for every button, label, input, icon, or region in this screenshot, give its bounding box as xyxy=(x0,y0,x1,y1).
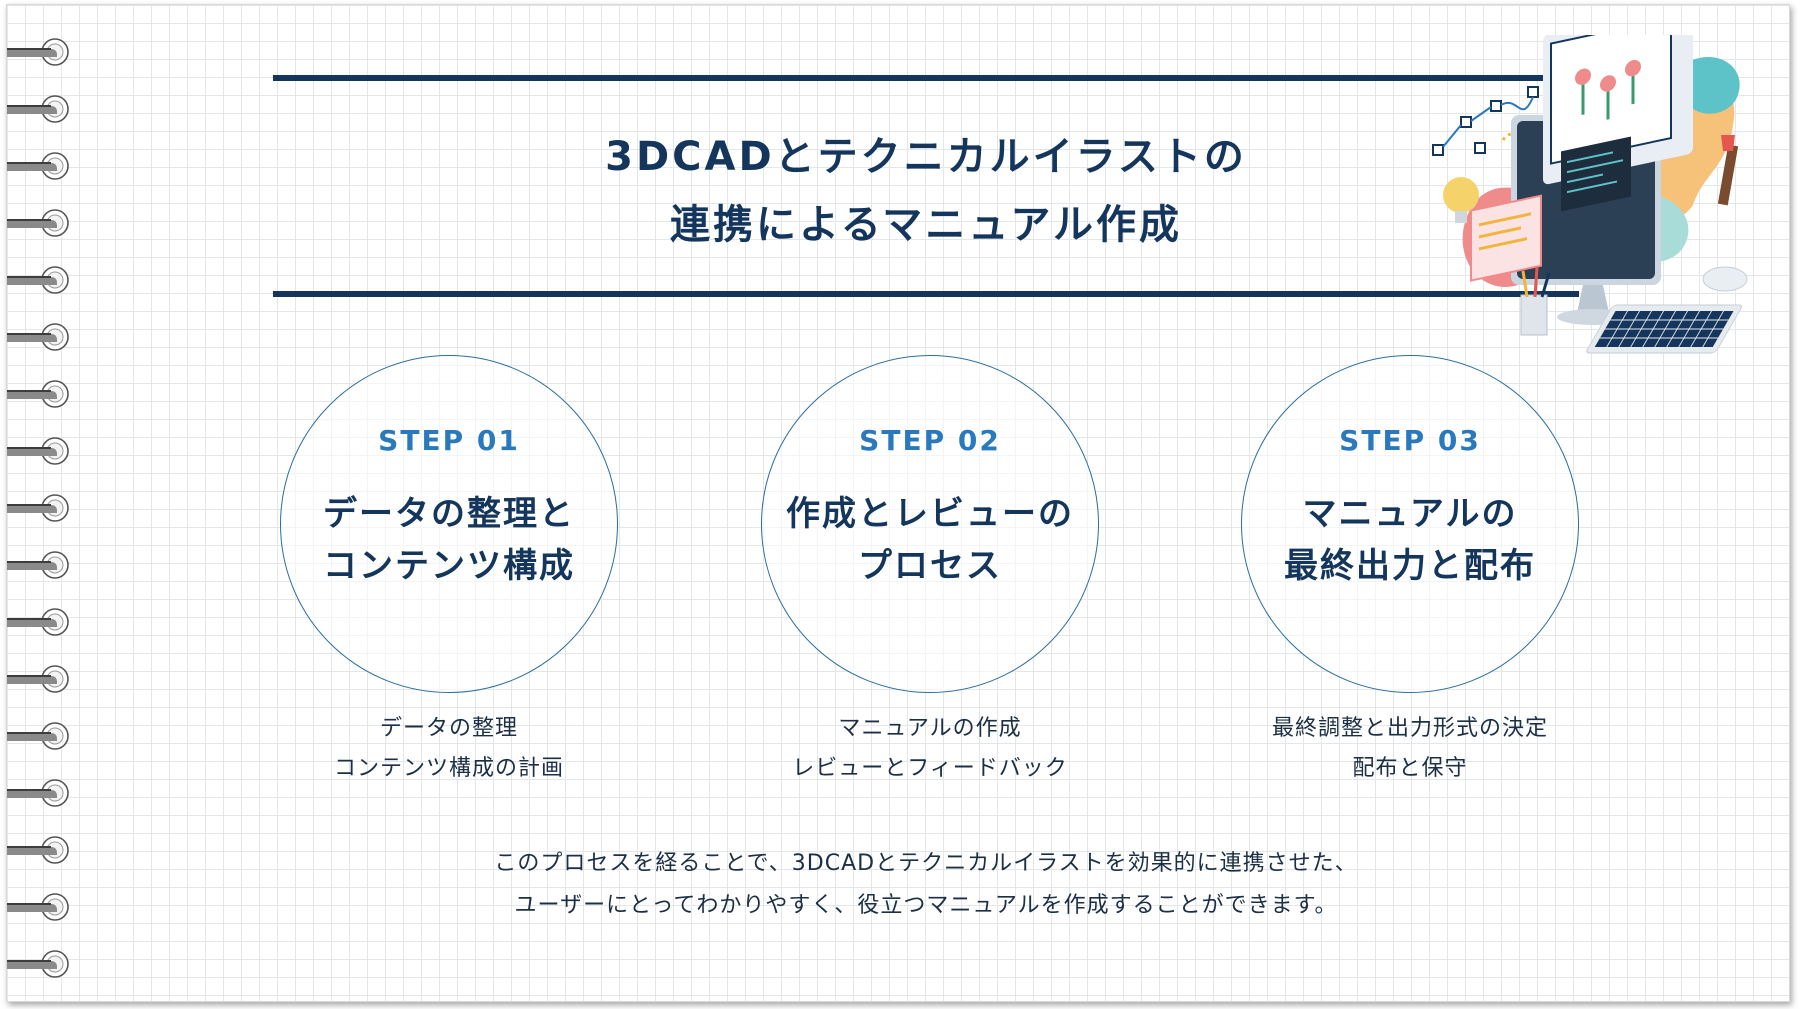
step-circle-01: STEP 01 データの整理と コンテンツ構成 xyxy=(280,355,618,693)
step-circle-02: STEP 02 作成とレビューの プロセス xyxy=(761,355,1099,693)
notebook-ring-icon xyxy=(7,947,77,981)
notebook-ring-icon xyxy=(7,320,77,354)
notebook-ring-icon xyxy=(7,377,77,411)
notebook-ring-icon xyxy=(7,776,77,810)
step-description-03-line-2: 配布と保守 xyxy=(1352,756,1468,781)
notebook-ring-icon xyxy=(7,263,77,297)
page-title-line-1: 3DCADとテクニカルイラストの xyxy=(605,134,1247,180)
step-card-03: STEP 03 マニュアルの 最終出力と配布 最終調整と出力形式の決定 配布と保… xyxy=(1240,355,1580,789)
notebook-ring-icon xyxy=(7,491,77,525)
notebook-ring-icon xyxy=(7,890,77,924)
step-heading-01-line-1: データの整理と xyxy=(323,494,575,534)
step-description-02: マニュアルの作成 レビューとフィードバック xyxy=(760,709,1100,789)
step-description-01-line-2: コンテンツ構成の計画 xyxy=(333,756,564,781)
step-number-02: STEP 02 xyxy=(859,424,1001,457)
computer-workstation-illustration xyxy=(1403,5,1763,375)
step-heading-03-line-1: マニュアルの xyxy=(1302,494,1518,534)
step-description-02-line-2: レビューとフィードバック xyxy=(792,756,1068,781)
step-heading-02-line-2: プロセス xyxy=(858,546,1002,586)
step-description-03-line-1: 最終調整と出力形式の決定 xyxy=(1271,716,1548,741)
step-number-01: STEP 01 xyxy=(378,424,520,457)
notebook-ring-icon xyxy=(7,149,77,183)
step-card-01: STEP 01 データの整理と コンテンツ構成 データの整理 コンテンツ構成の計… xyxy=(279,355,619,789)
notebook-ring-icon xyxy=(7,434,77,468)
notebook-ring-icon xyxy=(7,605,77,639)
step-description-02-line-1: マニュアルの作成 xyxy=(838,716,1022,741)
summary-line-2: ユーザーにとってわかりやすく、役立つマニュアルを作成することができます。 xyxy=(514,893,1338,918)
step-heading-02-line-1: 作成とレビューの xyxy=(786,494,1074,534)
step-card-02: STEP 02 作成とレビューの プロセス マニュアルの作成 レビューとフィード… xyxy=(760,355,1100,789)
notebook-ring-icon xyxy=(7,662,77,696)
notebook-ring-icon xyxy=(7,719,77,753)
notebook-ring-icon xyxy=(7,833,77,867)
step-heading-03: マニュアルの 最終出力と配布 xyxy=(1242,488,1578,592)
summary-text: このプロセスを経ることで、3DCADとテクニカルイラストを効果的に連携させた、 … xyxy=(273,843,1579,927)
step-description-01-line-1: データの整理 xyxy=(379,716,518,741)
summary-line-1: このプロセスを経ることで、3DCADとテクニカルイラストを効果的に連携させた、 xyxy=(494,851,1358,876)
page-title: 3DCADとテクニカルイラストの 連携によるマニュアル作成 xyxy=(273,123,1579,259)
step-number-03: STEP 03 xyxy=(1339,424,1481,457)
step-heading-01-line-2: コンテンツ構成 xyxy=(323,546,575,586)
page-title-line-2: 連携によるマニュアル作成 xyxy=(670,202,1182,248)
title-rule-top xyxy=(273,75,1579,81)
step-heading-03-line-2: 最終出力と配布 xyxy=(1284,546,1536,586)
notebook-page: 3DCADとテクニカルイラストの 連携によるマニュアル作成 xyxy=(6,4,1790,1002)
notebook-ring-icon xyxy=(7,206,77,240)
step-circle-03: STEP 03 マニュアルの 最終出力と配布 xyxy=(1241,355,1579,693)
step-description-03: 最終調整と出力形式の決定 配布と保守 xyxy=(1240,709,1580,789)
step-heading-01: データの整理と コンテンツ構成 xyxy=(281,488,617,592)
notebook-ring-icon xyxy=(7,35,77,69)
notebook-ring-icon xyxy=(7,92,77,126)
step-description-01: データの整理 コンテンツ構成の計画 xyxy=(279,709,619,789)
title-rule-bottom xyxy=(273,291,1579,297)
notebook-ring-icon xyxy=(7,548,77,582)
step-heading-02: 作成とレビューの プロセス xyxy=(762,488,1098,592)
